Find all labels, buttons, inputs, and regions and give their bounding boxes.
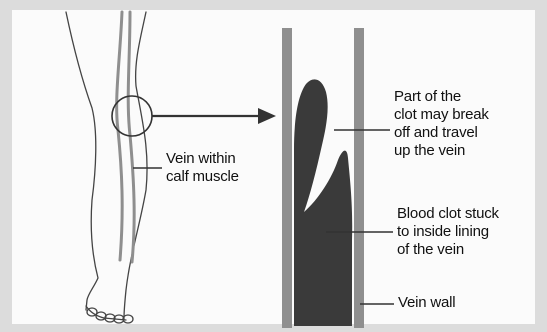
label-vein-within-calf-muscle: Vein within calf muscle: [166, 150, 239, 186]
vein-wall-right: [354, 28, 364, 328]
blood-clot: [294, 79, 352, 326]
leg-right-outline: [124, 12, 147, 318]
leg-left-outline: [66, 12, 98, 310]
label-clot-may-break-off: Part of the clot may break off and trave…: [394, 88, 489, 160]
leg-vein-1: [117, 12, 123, 260]
zoom-arrow: [152, 108, 276, 124]
leg-veins: [117, 12, 135, 262]
label-blood-clot-stuck: Blood clot stuck to inside lining of the…: [397, 205, 499, 259]
vein-wall-left: [282, 28, 292, 328]
leg-vein-2: [128, 12, 134, 262]
label-vein-wall: Vein wall: [398, 294, 455, 312]
